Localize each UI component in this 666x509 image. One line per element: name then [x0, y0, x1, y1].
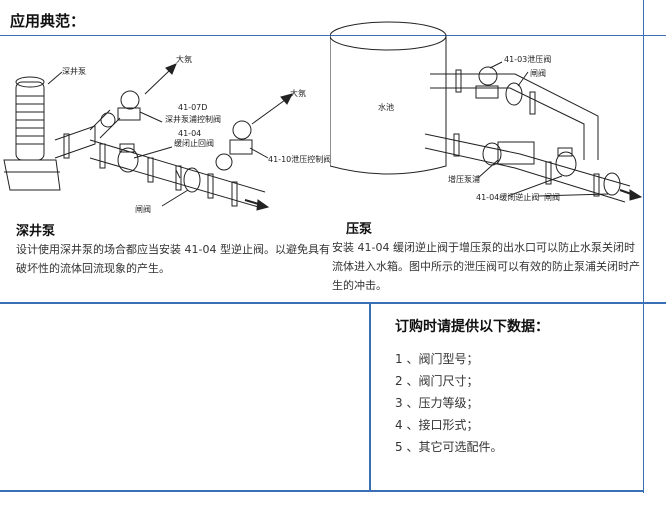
label-pump: 深井泵 — [62, 66, 86, 76]
list-item: 4 、接口形式； — [395, 418, 479, 432]
pipe-riser — [54, 125, 96, 159]
deep-well-text: 设计使用深井泵的场合都应当安装 41-04 型逆止阀。以避免具有破坏性的流体回流… — [16, 243, 330, 275]
label-relief-valve: 41-03泄压阀 — [504, 54, 551, 64]
booster-text: 安装 41-04 缓闭逆止阀于增压泵的出水口可以防止水泵关闭时流体进入水箱。图中… — [332, 241, 640, 292]
page-title: 应用典范： — [10, 12, 86, 30]
relief-valve-icon — [215, 120, 253, 171]
label-air-2: 大氛 — [290, 88, 306, 98]
flange-icons — [63, 133, 238, 207]
booster-pump-icon — [482, 141, 535, 166]
upper-pipe — [430, 73, 599, 160]
label-gate-bottom: 闸阀 — [544, 193, 560, 202]
arrow-icon — [280, 93, 293, 105]
right-border — [643, 0, 644, 493]
arrow-icon — [165, 63, 177, 75]
control-valve-icon — [100, 90, 141, 128]
deep-well-heading: 深井泵 — [16, 224, 56, 239]
list-item: 5 、其它可选配件。 — [395, 440, 503, 454]
lower-pipe — [424, 133, 631, 203]
label-check-desc: 缓闭止回阀 — [174, 138, 214, 148]
flange-icons — [453, 69, 600, 197]
label-check-code: 41-04 — [178, 129, 201, 138]
gate-valve-icon — [505, 82, 621, 196]
label-valve-desc: 深井泵浦控制阀 — [165, 114, 221, 124]
bottom-divider — [0, 490, 644, 492]
check-valve-icon — [555, 147, 577, 177]
booster-pump-diagram: 水池 41-03泄压阀 闸阀 增压泵浦 41-04缓闭逆止阀 闸阀 — [330, 21, 643, 203]
list-item: 2 、阀门尺寸； — [395, 374, 479, 388]
vent-pipe-1 — [144, 69, 171, 95]
order-list: 1 、阀门型号； 2 、阀门尺寸； 3 、压力等级； 4 、接口形式； 5 、其… — [395, 348, 502, 458]
label-valve-code: 41-07D — [178, 103, 207, 112]
middle-divider — [0, 302, 666, 304]
gate-valve-icon — [183, 167, 201, 193]
label-tank: 水池 — [378, 102, 394, 112]
label-gate-top: 闸阀 — [530, 69, 546, 78]
relief-valve-icon — [475, 66, 499, 99]
water-tank-icon — [330, 21, 447, 175]
label-check-valve: 41-04缓闭逆止阀 — [476, 192, 539, 202]
order-title: 订购时请提供以下数据： — [395, 319, 549, 335]
booster-heading: 压泵 — [346, 222, 373, 237]
pump-motor-icon — [3, 76, 61, 191]
outlet-arrow-icon — [256, 199, 270, 211]
vent-pipe-2 — [251, 99, 286, 125]
column-divider — [369, 304, 371, 492]
top-divider — [0, 35, 666, 36]
label-air-1: 大氛 — [176, 54, 192, 64]
label-booster: 增压泵浦 — [448, 174, 480, 184]
list-item: 3 、压力等级； — [395, 396, 479, 410]
label-gate: 闸阀 — [135, 205, 151, 214]
outlet-arrow-icon — [629, 189, 643, 201]
label-relief-control: 41-10泄压控制阀 — [268, 154, 331, 164]
list-item: 1 、阀门型号； — [395, 352, 479, 366]
check-valve-icon — [117, 143, 139, 173]
deep-well-pump-diagram: 深井泵 大氛 41-07D 深井泵浦控制阀 大氛 41-04 缓闭止回阀 41-… — [3, 54, 331, 214]
